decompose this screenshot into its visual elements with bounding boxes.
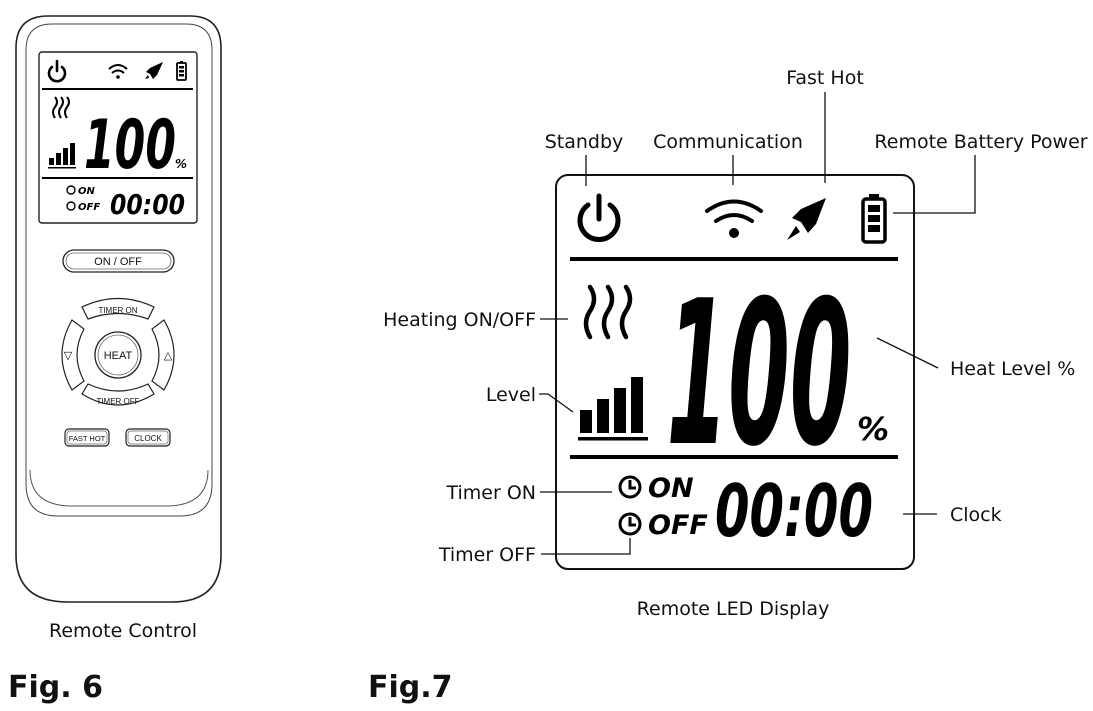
- callout-lines: [539, 92, 976, 555]
- right-up-button[interactable]: △: [151, 319, 175, 391]
- fig7-label: Fig.7: [368, 670, 453, 705]
- callout-heat-level: Heat Level %: [950, 358, 1075, 380]
- up-arrow-icon: △: [164, 350, 173, 362]
- heat-level-percent: %: [857, 410, 889, 448]
- clock-button-label: CLOCK: [134, 434, 162, 443]
- callout-timer-off: Timer OFF: [438, 544, 536, 566]
- battery-icon: [861, 194, 887, 244]
- timer-on-button-label: TIMER ON: [98, 306, 137, 315]
- left-down-button[interactable]: ▽: [61, 319, 85, 391]
- display-caption: Remote LED Display: [637, 598, 830, 620]
- heat-level-value: 100: [667, 258, 852, 491]
- on-off-button[interactable]: ON / OFF: [62, 249, 175, 273]
- fast-hot-button-label: FAST HOT: [69, 434, 106, 443]
- remote-timer-on-icon: [66, 185, 76, 195]
- remote-wifi-icon: [108, 64, 128, 79]
- fast-hot-button[interactable]: FAST HOT: [64, 428, 110, 447]
- callout-timer-on: Timer ON: [445, 482, 536, 504]
- heating-icon: [583, 284, 633, 340]
- clock-digits: 00:00: [715, 469, 873, 553]
- remote-caption: Remote Control: [49, 620, 197, 642]
- heat-button[interactable]: HEAT: [94, 331, 142, 379]
- fig6-label: Fig. 6: [8, 670, 103, 705]
- remote-percent: %: [175, 157, 187, 171]
- remote-screen: [38, 51, 198, 224]
- remote-timer-off-icon: [66, 201, 76, 211]
- heat-button-label: HEAT: [104, 350, 133, 362]
- timer-off-label: OFF: [648, 510, 708, 541]
- battery-leader: [893, 155, 976, 214]
- remote-timer-on-label: ON: [78, 186, 96, 197]
- led-display-frame: [555, 174, 915, 570]
- level-leader: [539, 393, 574, 413]
- direction-pad: TIMER ON ▽ △ HEAT TIMER OFF: [61, 298, 175, 406]
- remote-heat-waves-icon: [52, 96, 70, 119]
- remote-heat-value: 100: [84, 106, 176, 185]
- callout-level: Level: [486, 384, 536, 406]
- callout-communication: Communication: [653, 131, 803, 153]
- remote-timer-off-label: OFF: [78, 202, 100, 213]
- remote-bottom-curve: [29, 469, 209, 507]
- timer-off-button[interactable]: TIMER OFF: [81, 383, 155, 406]
- callout-fast-hot: Fast Hot: [786, 67, 864, 89]
- remote-level-bars-icon: [48, 143, 76, 169]
- timer-on-label: ON: [648, 473, 694, 504]
- timer-on-button[interactable]: TIMER ON: [81, 298, 155, 320]
- level-bars-icon: [578, 377, 648, 441]
- remote-power-icon: [47, 59, 67, 83]
- remote-control: 100 % ON OFF 00:00 ON / OFF TIMER ON ▽ △: [15, 15, 222, 603]
- timer-off-leader: [541, 538, 631, 555]
- clock-button[interactable]: CLOCK: [125, 428, 171, 447]
- callout-heating: Heating ON/OFF: [383, 309, 536, 331]
- callout-clock: Clock: [950, 504, 1002, 526]
- fast-hot-icon: [787, 198, 826, 240]
- remote-battery-icon: [176, 61, 187, 81]
- remote-rocket-icon: [145, 62, 163, 79]
- down-arrow-icon: ▽: [64, 350, 73, 362]
- timer-off-button-label: TIMER OFF: [96, 397, 139, 406]
- timer-off-icon: [618, 512, 642, 536]
- on-off-button-label: ON / OFF: [94, 256, 142, 268]
- communication-icon: [705, 199, 763, 238]
- remote-body-inner: [25, 23, 213, 517]
- remote-clock: 00:00: [110, 188, 185, 221]
- standby-icon: [577, 193, 621, 242]
- callout-battery: Remote Battery Power: [874, 131, 1087, 153]
- heat-level-leader: [876, 337, 939, 369]
- callout-standby: Standby: [545, 131, 624, 153]
- timer-on-icon: [618, 475, 642, 499]
